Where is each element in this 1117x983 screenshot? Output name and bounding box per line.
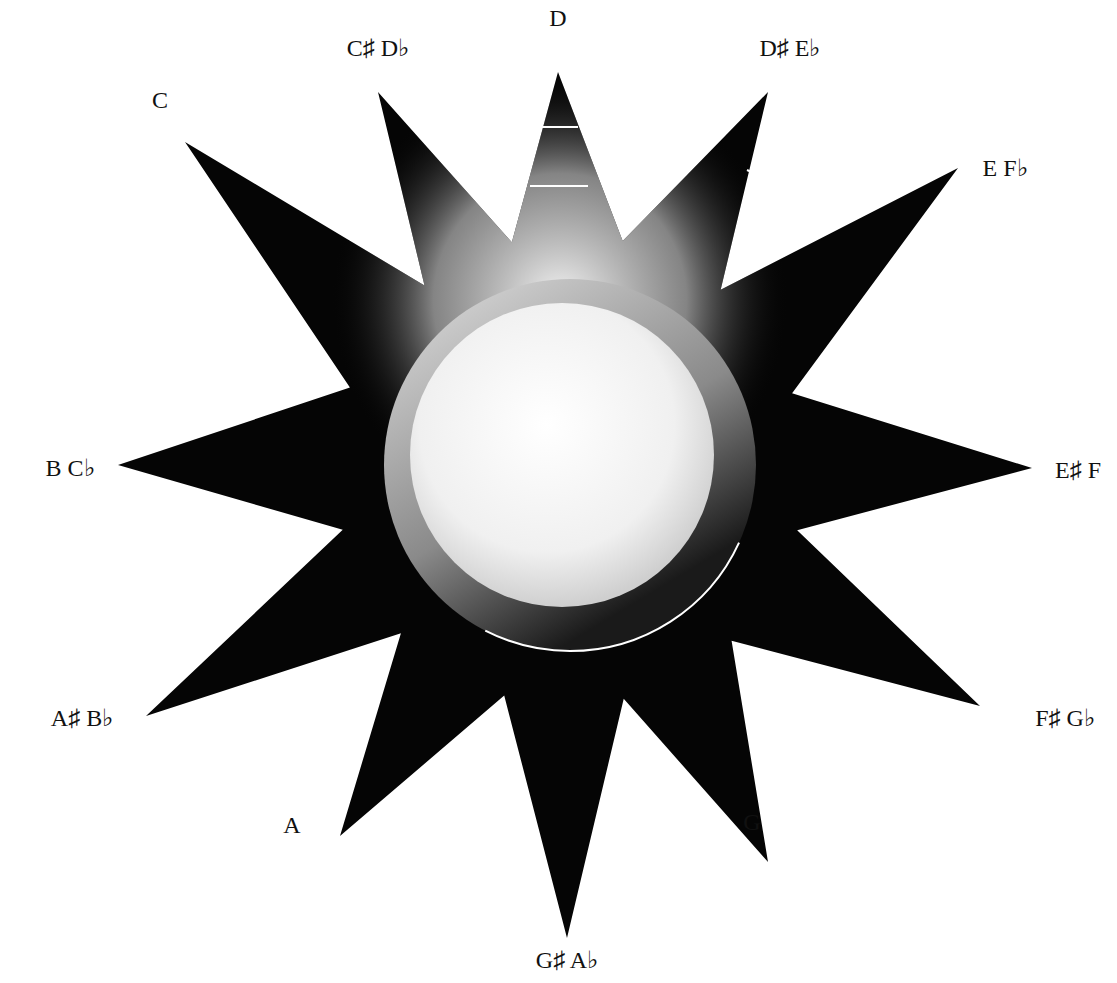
note-label: E♯ F <box>1055 457 1101 484</box>
spike-mark <box>747 170 782 186</box>
note-label: B C♭ <box>45 454 94 482</box>
note-label: F♯ G♭ <box>1035 704 1095 732</box>
note-label: D♯ E♭ <box>760 34 821 62</box>
spike-mark <box>540 126 578 128</box>
note-label: A♯ B♭ <box>51 704 113 732</box>
note-label: D <box>549 5 566 32</box>
ring-edge <box>384 279 756 651</box>
outer-ring <box>384 279 756 651</box>
inner-disk <box>410 303 714 607</box>
note-label: C <box>152 87 168 114</box>
note-label: G <box>743 809 760 836</box>
note-label: G♯ A♭ <box>536 946 598 974</box>
note-label: E F♭ <box>982 154 1027 182</box>
spike-mark <box>530 185 588 187</box>
note-label: C♯ D♭ <box>347 34 409 62</box>
note-label: A <box>283 812 300 839</box>
